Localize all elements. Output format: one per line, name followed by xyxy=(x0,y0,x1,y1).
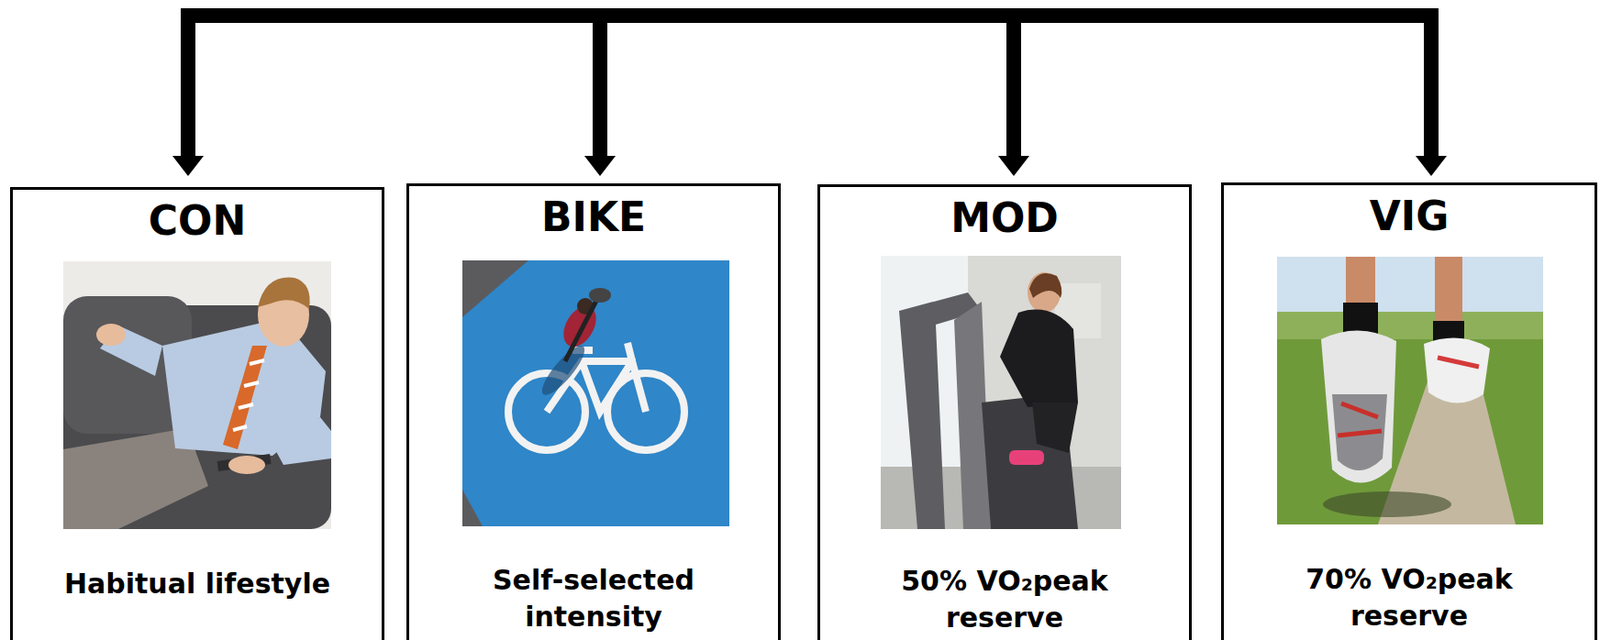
photo-sole xyxy=(1332,394,1388,471)
arrow-head xyxy=(584,155,616,177)
photo-shoe xyxy=(1423,338,1490,404)
photo-shoe xyxy=(1321,330,1397,483)
photo-bike-symbol xyxy=(508,343,685,451)
bracket-drop xyxy=(180,8,196,157)
group-description: 70% VO₂peak reserve xyxy=(1253,561,1566,635)
group-box: BIKE Self-selected intensity xyxy=(406,183,781,640)
group-box: VIG 70% VO₂peak reserve xyxy=(1221,182,1598,640)
bracket-bar xyxy=(180,8,1439,23)
photo-tie xyxy=(222,345,267,450)
photo-ergometer xyxy=(880,255,1122,530)
photo-arm xyxy=(272,417,332,466)
photo-shadow xyxy=(535,341,590,401)
photo-bike-lane xyxy=(462,260,730,527)
group-description: 50% VO₂peak reserve xyxy=(848,563,1161,637)
photo-hair xyxy=(257,277,311,310)
bracket xyxy=(172,8,1447,177)
photo-jacket xyxy=(1000,310,1078,408)
photo-resting-man xyxy=(63,261,332,530)
group-heading: MOD xyxy=(820,194,1189,243)
photo-tie-stripe xyxy=(244,382,259,387)
group-description: Self-selected intensity xyxy=(437,562,750,636)
group-heading: BIKE xyxy=(409,193,778,242)
bracket-drop xyxy=(1006,8,1022,157)
photo-running xyxy=(1277,256,1544,525)
photo-basket xyxy=(588,288,612,303)
group-box: CON Habitual lifestyle xyxy=(10,187,385,640)
photo-shoe xyxy=(1009,450,1045,466)
photo-hand xyxy=(228,455,266,475)
arrow-head xyxy=(172,155,204,177)
photo-sky xyxy=(1277,256,1544,322)
photo-machine-base xyxy=(981,393,1078,530)
photo-shadow xyxy=(1322,491,1452,518)
group-heading: CON xyxy=(12,197,382,245)
photo-cycle xyxy=(565,297,599,362)
group-description: Habitual lifestyle xyxy=(41,566,354,603)
photo-wall xyxy=(63,261,332,530)
photo-tie-stripe xyxy=(249,360,265,365)
group-box: MOD 50% VO₂peak reserve xyxy=(817,184,1192,640)
photo-leg xyxy=(1434,256,1463,331)
photo-sole-stripe xyxy=(1337,403,1382,436)
photo-bar xyxy=(627,343,633,362)
photo-field xyxy=(1277,256,1544,525)
photo-legs xyxy=(1032,402,1078,454)
photo-shoe-stripe xyxy=(1437,357,1479,367)
photo-tie-stripe xyxy=(233,426,247,431)
photo-room xyxy=(880,255,1122,530)
photo-hand xyxy=(96,323,126,346)
photo-lane xyxy=(462,260,730,527)
photo-asphalt xyxy=(462,260,730,527)
photo-frame xyxy=(581,361,633,412)
photo-tie-stripe xyxy=(238,404,254,409)
bracket-drop xyxy=(592,8,608,157)
group-heading: VIG xyxy=(1223,192,1595,241)
bracket-drop xyxy=(1423,8,1439,157)
arrow-head xyxy=(998,155,1030,177)
photo-grass xyxy=(1277,311,1544,340)
photo-hair xyxy=(1029,273,1062,299)
arrow-head xyxy=(1415,155,1447,177)
